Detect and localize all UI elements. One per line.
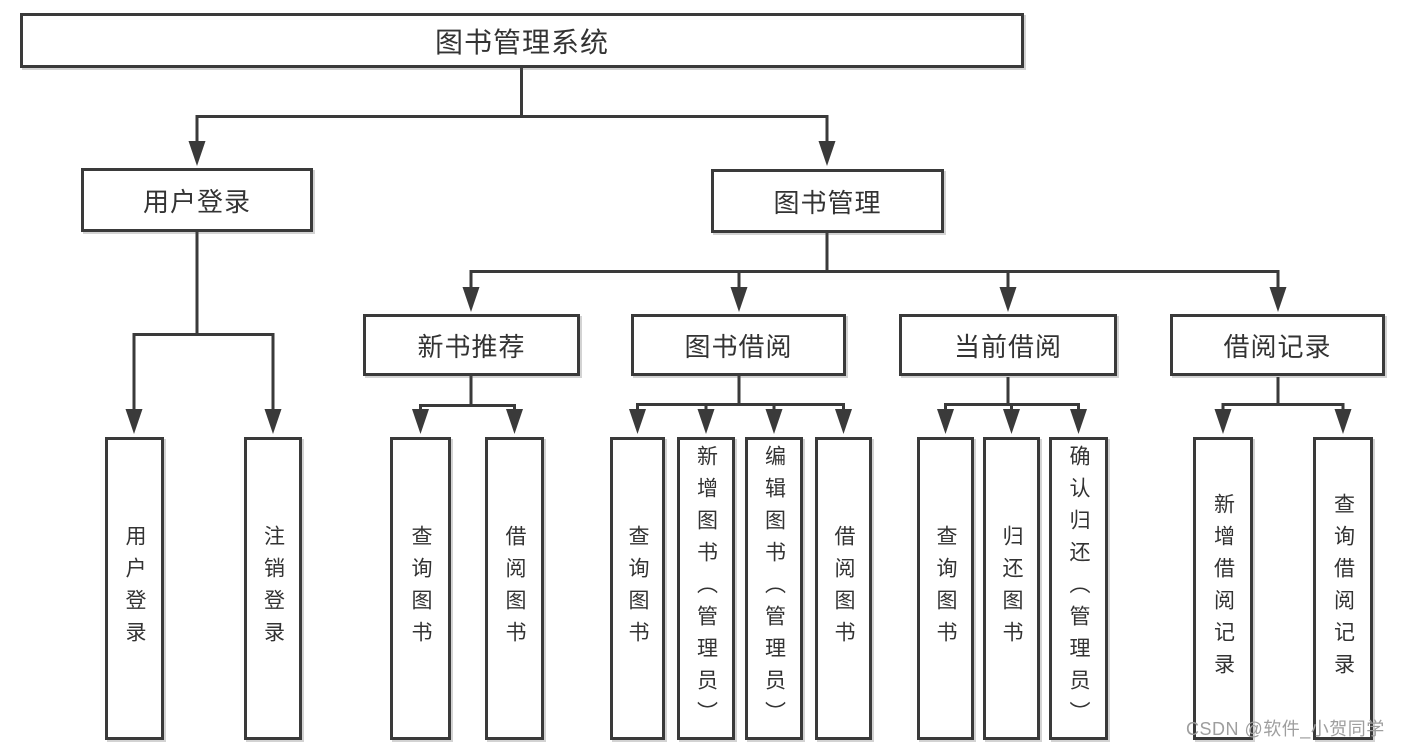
leaf-borrow-books: 借阅图书 [815,437,872,740]
node-current-borrow: 当前借阅 [899,314,1117,376]
leaf-query-borrow-record: 查询借阅记录 [1313,437,1373,740]
leaf-return-book: 归还图书 [983,437,1040,740]
node-root-system: 图书管理系统 [20,13,1024,68]
node-new-book-recommend: 新书推荐 [363,314,580,376]
leaf-edit-book-admin: 编辑图书（管理员） [745,437,803,740]
node-book-borrow: 图书借阅 [631,314,846,376]
leaf-query-books-recommend: 查询图书 [390,437,451,740]
leaf-query-books-current: 查询图书 [917,437,974,740]
node-book-management: 图书管理 [711,169,944,233]
watermark-text: CSDN @软件_小贺同学 [1186,719,1385,739]
node-user-login: 用户登录 [81,168,313,232]
leaf-borrow-books-recommend: 借阅图书 [485,437,544,740]
leaf-user-login: 用户登录 [105,437,164,740]
leaf-add-book-admin: 新增图书（管理员） [677,437,735,740]
node-borrow-records: 借阅记录 [1170,314,1385,376]
leaf-logout: 注销登录 [244,437,302,740]
leaf-query-books-borrow: 查询图书 [610,437,665,740]
leaf-confirm-return-admin: 确认归还（管理员） [1049,437,1108,740]
leaf-add-borrow-record: 新增借阅记录 [1193,437,1253,740]
